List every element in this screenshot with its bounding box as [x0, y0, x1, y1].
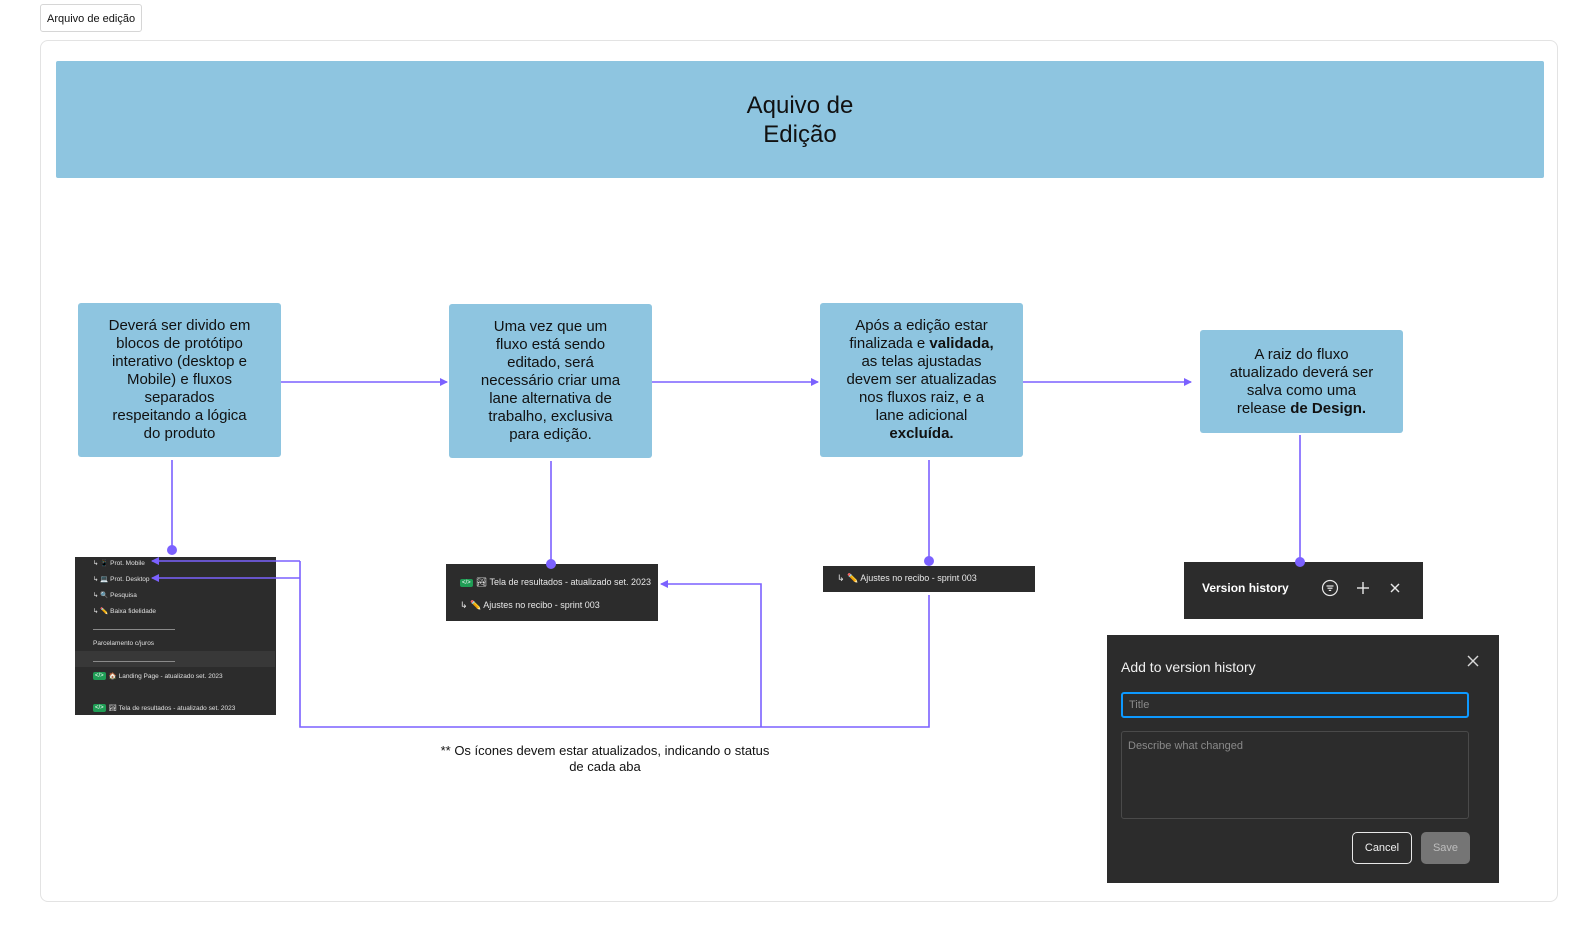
card-step-4-text: A raiz do fluxo atualizado deverá ser sa… — [1229, 345, 1374, 417]
header-title: Aquivo de Edição — [746, 91, 854, 148]
status-note: ** Os ícones devem estar atualizados, in… — [440, 743, 770, 774]
code-badge-icon: </> — [460, 578, 473, 587]
card-step-3: Após a edição estar finalizada e validad… — [820, 303, 1023, 457]
lane-single-item[interactable]: ↳ ✏️ Ajustes no recibo - sprint 003 — [837, 573, 977, 583]
frame-tab[interactable]: Arquivo de edição — [40, 4, 143, 32]
pages-list-item[interactable]: ↳ 📱 Prot. Mobile — [93, 560, 145, 567]
pages-list-item[interactable]: </>🏞 Tela de resultados - atualizado set… — [93, 704, 236, 713]
card-step-4: A raiz do fluxo atualizado deverá ser sa… — [1200, 330, 1403, 433]
pages-list-item[interactable]: ↳ 💻 Prot. Desktop — [93, 576, 150, 583]
lane-single-panel: ↳ ✏️ Ajustes no recibo - sprint 003 — [823, 566, 1035, 592]
close-icon[interactable] — [1386, 579, 1404, 597]
pages-list-divider — [93, 661, 175, 662]
card-step-1: Deverá ser divido em blocos de protótipo… — [78, 303, 281, 457]
code-badge-icon: </> — [93, 672, 106, 681]
filter-icon[interactable] — [1321, 579, 1339, 597]
lane-list-panel: </>🏞 Tela de resultados - atualizado set… — [446, 564, 658, 621]
plus-icon[interactable] — [1354, 579, 1372, 597]
pages-list-divider — [93, 629, 175, 630]
version-history-title: Version history — [1202, 581, 1289, 595]
dialog-close-icon[interactable] — [1465, 653, 1481, 673]
add-version-dialog: Add to version history Cancel Save — [1107, 635, 1499, 883]
pages-list-item[interactable]: </>🏠 Landing Page - atualizado set. 2023 — [93, 672, 223, 681]
code-badge-icon: </> — [93, 704, 106, 713]
lane-list-item[interactable]: ↳ ✏️ Ajustes no recibo - sprint 003 — [460, 600, 600, 610]
pages-list-panel: ↳ 📱 Prot. Mobile ↳ 💻 Prot. Desktop ↳ 🔍 P… — [75, 557, 276, 715]
pages-list-item[interactable]: Parcelamento c/juros — [93, 640, 155, 647]
version-history-panel: Version history — [1184, 562, 1423, 619]
version-title-input[interactable] — [1121, 692, 1469, 718]
version-description-input[interactable] — [1121, 731, 1469, 819]
lane-list-item[interactable]: </>🏞 Tela de resultados - atualizado set… — [460, 577, 652, 587]
pages-list-item[interactable]: ↳ ✏️ Baixa fidelidade — [93, 608, 157, 615]
header-band: Aquivo de Edição — [56, 61, 1544, 178]
card-step-2: Uma vez que um fluxo está sendo editado,… — [449, 304, 652, 458]
pages-list-item[interactable]: ↳ 🔍 Pesquisa — [93, 592, 137, 599]
card-step-1-text: Deverá ser divido em blocos de protótipo… — [108, 317, 251, 442]
cancel-button[interactable]: Cancel — [1352, 832, 1412, 864]
pages-list-highlight — [75, 651, 275, 667]
card-step-3-text: Após a edição estar finalizada e validad… — [846, 317, 997, 442]
card-step-2-text: Uma vez que um fluxo está sendo editado,… — [480, 318, 621, 443]
save-button[interactable]: Save — [1421, 832, 1470, 864]
dialog-title: Add to version history — [1121, 659, 1256, 675]
